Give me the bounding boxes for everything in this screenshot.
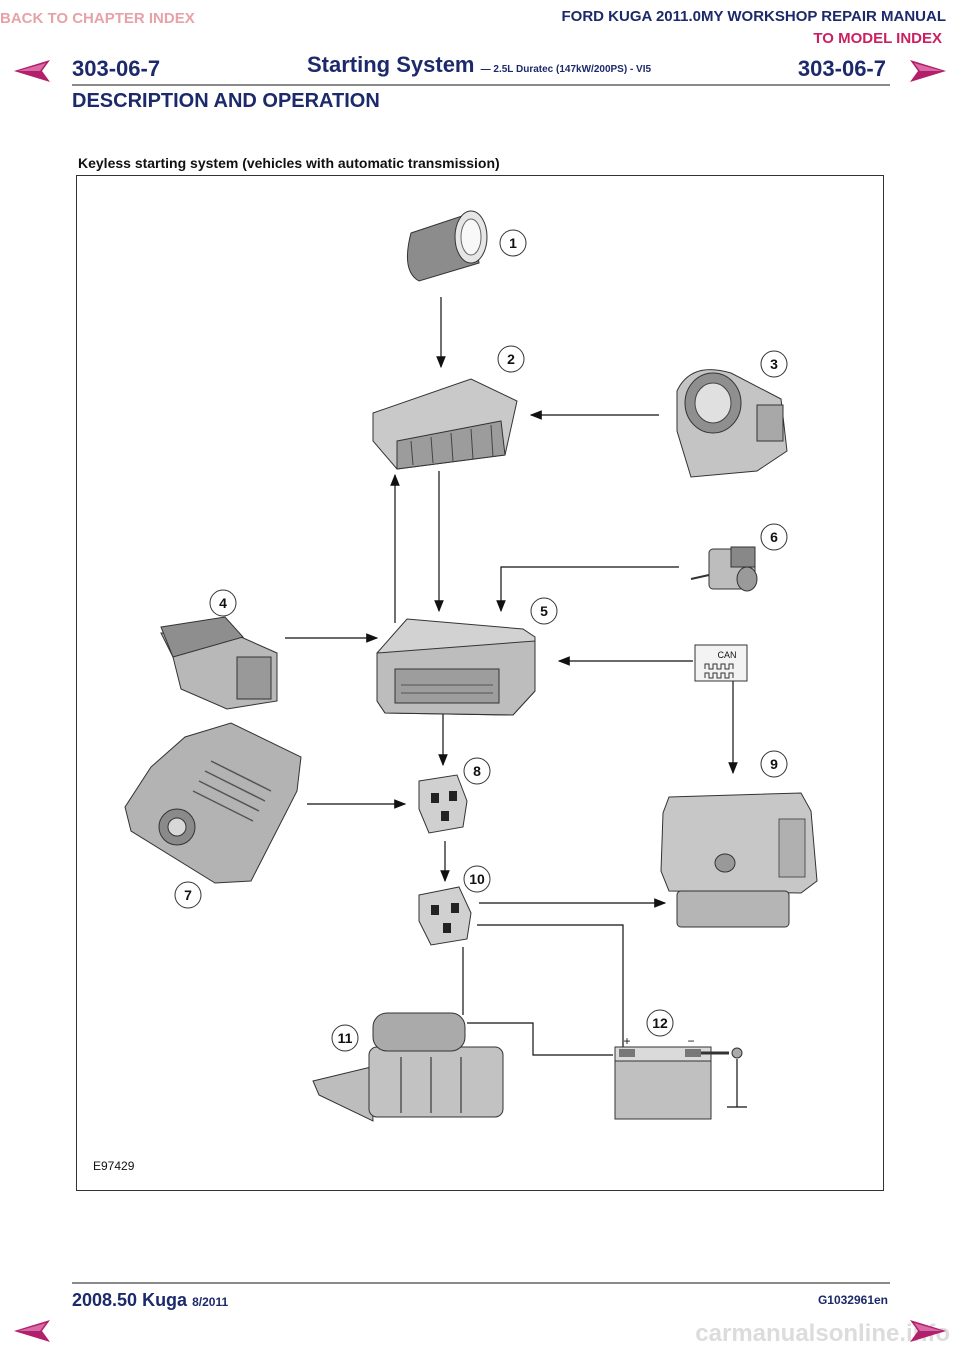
figure-caption: Keyless starting system (vehicles with a… (78, 155, 500, 171)
starter-motor-component (312, 1012, 504, 1122)
header-divider (72, 84, 890, 86)
start-stop-button-component (406, 210, 488, 282)
section-number-left: 303-06-7 (72, 56, 161, 81)
svg-text:1: 1 (509, 235, 517, 251)
watermark: carmanualsonline.info (695, 1320, 950, 1347)
arrow-right-icon[interactable] (910, 60, 946, 82)
callout-10: 10 (463, 865, 491, 893)
arrow-6-to-5 (496, 566, 679, 613)
figure-code: E97429 (93, 1159, 135, 1173)
callout-4: 4 (209, 589, 237, 617)
arrow-left-icon[interactable] (14, 1320, 50, 1342)
battery-minus-label: − (687, 1034, 694, 1048)
powertrain-control-module-component (660, 792, 818, 928)
svg-text:6: 6 (770, 529, 778, 545)
body-control-module-component (376, 618, 536, 716)
callout-9: 9 (760, 750, 788, 778)
transmission-module-component (124, 722, 302, 884)
svg-text:3: 3 (770, 356, 778, 372)
callout-7: 7 (174, 881, 202, 909)
can-label: CAN (717, 650, 736, 660)
battery-plus-label: + (623, 1034, 630, 1048)
footer-divider (72, 1282, 890, 1284)
footer-doc-id: G1032961en (817, 1293, 888, 1307)
footer-model-name: 2008.50 Kuga (72, 1290, 188, 1310)
figure-frame: CAN (76, 175, 884, 1191)
callout-6: 6 (760, 523, 788, 551)
keyless-vehicle-module-component (372, 378, 518, 470)
wire-10-to-battery (477, 924, 624, 1053)
steering-lock-module-component (160, 616, 278, 710)
brake-pedal-switch-component (690, 546, 758, 592)
system-title-main: Starting System (307, 52, 475, 77)
callout-1: 1 (499, 229, 527, 257)
svg-text:4: 4 (219, 595, 227, 611)
can-bus-box: CAN (694, 644, 748, 682)
footer-model: 2008.50 Kuga 8/2011 (72, 1290, 228, 1311)
svg-text:9: 9 (770, 756, 778, 772)
footer-date: 8/2011 (192, 1295, 229, 1309)
back-to-chapter-index-link[interactable]: BACK TO CHAPTER INDEX (0, 10, 195, 27)
system-title: Starting System — 2.5L Duratec (147kW/20… (307, 52, 651, 78)
relay-8-component (418, 774, 468, 834)
manual-title: FORD KUGA 2011.0MY WORKSHOP REPAIR MANUA… (561, 8, 947, 25)
callout-8: 8 (463, 757, 491, 785)
callout-3: 3 (760, 350, 788, 378)
svg-text:10: 10 (469, 871, 485, 887)
svg-text:11: 11 (338, 1030, 353, 1046)
starting-system-diagram: CAN (93, 210, 818, 1173)
svg-text:7: 7 (184, 887, 192, 903)
transceiver-component (676, 369, 788, 478)
callouts: 1 2 3 4 5 6 7 8 9 10 11 12 (174, 229, 788, 1052)
callout-12: 12 (646, 1009, 674, 1037)
svg-text:5: 5 (540, 603, 548, 619)
arrow-right-icon[interactable] (910, 1320, 946, 1342)
wire-starter-to-battery (467, 1022, 613, 1056)
svg-text:2: 2 (507, 351, 515, 367)
svg-text:12: 12 (652, 1015, 668, 1031)
relay-10-component (418, 886, 472, 946)
callout-5: 5 (530, 597, 558, 625)
arrow-left-icon[interactable] (14, 60, 50, 82)
system-title-sub: — 2.5L Duratec (147kW/200PS) - VI5 (480, 64, 652, 75)
to-model-index-link[interactable]: TO MODEL INDEX (813, 30, 942, 47)
battery-component: + − (614, 1034, 743, 1120)
callout-2: 2 (497, 345, 525, 373)
section-number-right: 303-06-7 (797, 56, 886, 81)
section-description: DESCRIPTION AND OPERATION (72, 90, 380, 112)
connection-lines (285, 297, 747, 1108)
svg-text:8: 8 (473, 763, 481, 779)
callout-11: 11 (331, 1024, 359, 1052)
